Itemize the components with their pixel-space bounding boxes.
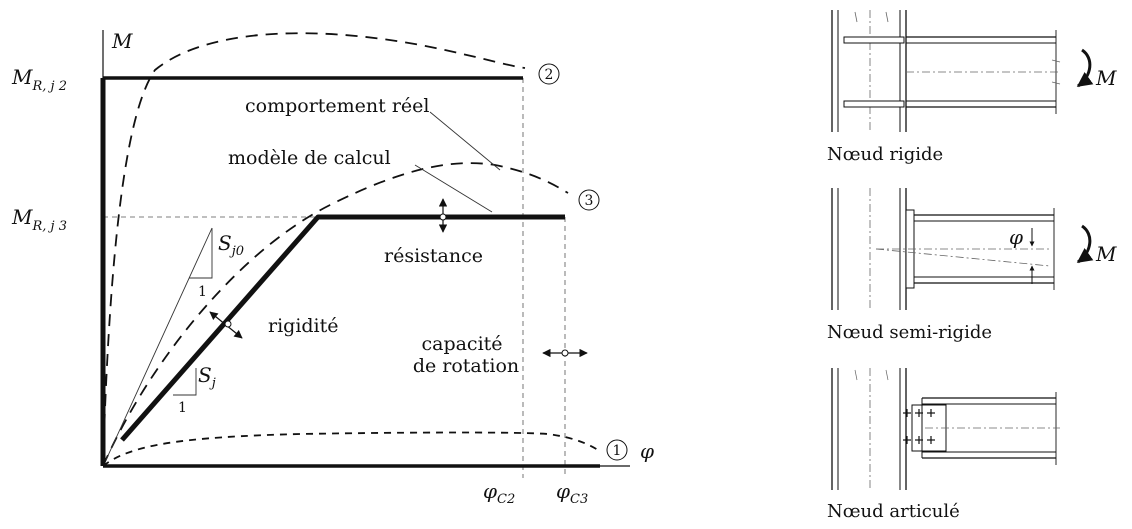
semi-rigid-moment-arrow-icon [1076, 224, 1094, 264]
curve-2-marker [538, 63, 560, 85]
initial-stiffness-line [105, 227, 213, 461]
mrj3-label: MR, j 3 [11, 205, 67, 234]
rigid-moment-arrow-icon [1076, 48, 1094, 88]
m-axis-label: M [111, 29, 133, 53]
real-curve-3 [102, 162, 569, 467]
curve-3-marker [578, 189, 600, 211]
sj0-unit-label: 1 [198, 284, 207, 300]
sj0-slope-triangle [189, 228, 213, 279]
moment-rotation-diagram: 2 3 1 M φ MR, j 2 MR, j 3 φC2 φC3 compor… [11, 29, 654, 507]
curve-2-number: 2 [545, 67, 554, 83]
rigid-joint-caption: Nœud rigide [827, 144, 943, 165]
semi-rigid-joint-sketch: φ M Nœud semi-rigide [827, 188, 1117, 343]
phic2-label: φC2 [483, 479, 515, 507]
sj-slope-triangle [173, 368, 197, 396]
phic3-label: φC3 [556, 479, 588, 507]
rigid-moment-label: M [1095, 66, 1117, 90]
capacite-label: capacité [421, 333, 502, 355]
curve-1-marker [606, 439, 628, 461]
resistance-label: résistance [384, 245, 483, 267]
real-curve-1 [102, 431, 599, 467]
semi-rigid-moment-label: M [1095, 242, 1117, 266]
semi-rigid-phi-label: φ [1009, 225, 1023, 249]
mrj2-label: MR, j 2 [11, 65, 67, 94]
rotation-capacity-node [561, 349, 569, 357]
sj-label: Sj [198, 363, 216, 391]
curve-1-number: 1 [613, 443, 622, 459]
modele-de-calcul-label: modèle de calcul [228, 147, 391, 169]
sj-unit-label: 1 [178, 400, 187, 416]
real-curve-2 [102, 32, 526, 467]
leader-comportement-reel [429, 111, 501, 171]
pinned-joint-caption: Nœud articulé [827, 501, 960, 522]
pinned-joint-sketch: Nœud articulé [827, 368, 1060, 522]
rigid-joint-sketch: M Nœud rigide [827, 10, 1117, 165]
rotation-label: de rotation [413, 355, 519, 377]
leader-modele-de-calcul [414, 164, 493, 213]
resistance-node [439, 213, 447, 221]
semi-rigid-model-line [120, 214, 565, 442]
bolt-cross-icons [903, 409, 935, 444]
semi-rigid-joint-caption: Nœud semi-rigide [827, 322, 992, 343]
curve-3-number: 3 [585, 193, 594, 209]
phi-axis-label: φ [640, 439, 654, 463]
comportement-reel-label: comportement réel [245, 95, 429, 117]
rigidite-label: rigidité [268, 315, 339, 337]
rigidity-node [224, 320, 232, 328]
sj0-label: Sj0 [218, 231, 244, 259]
